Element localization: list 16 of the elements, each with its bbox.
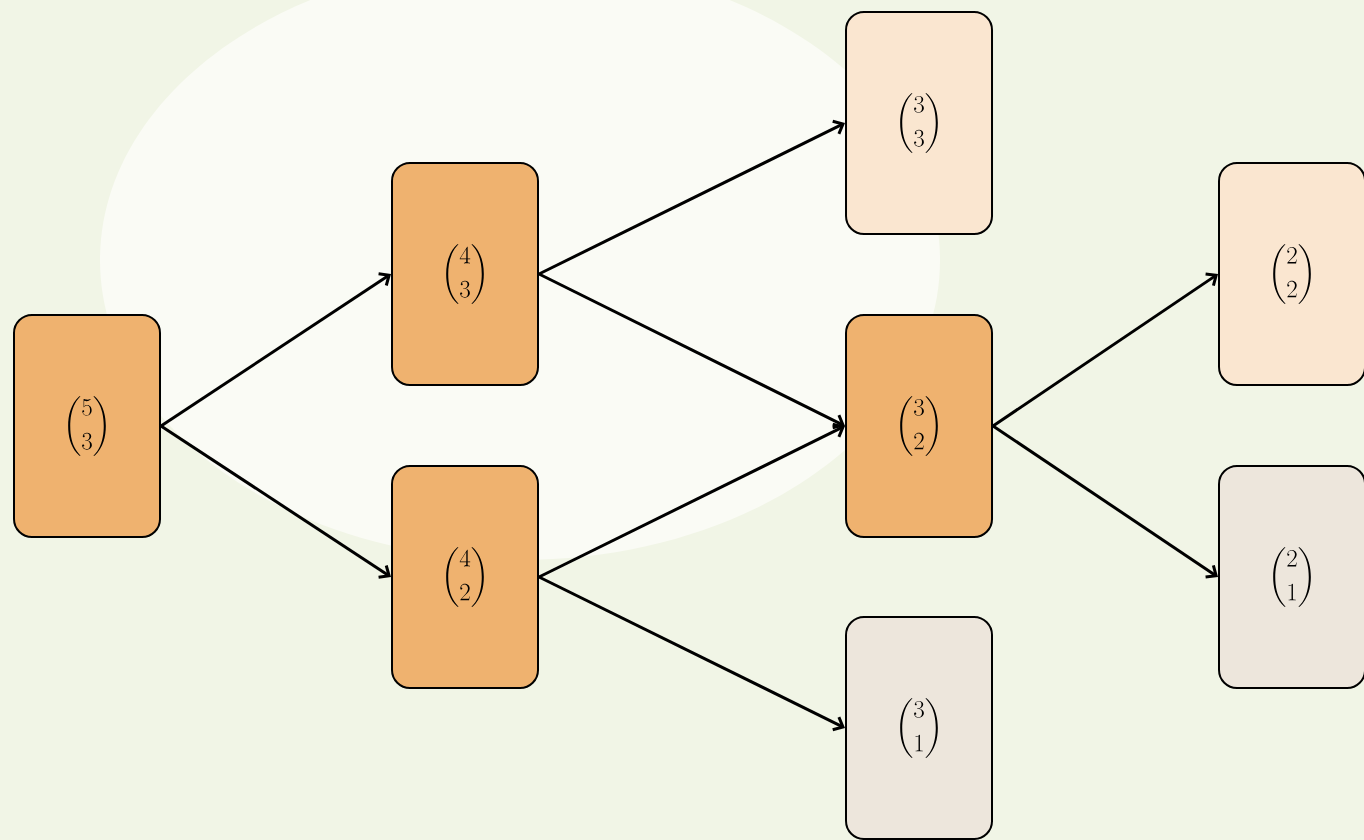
arrow — [538, 422, 845, 579]
arrow — [538, 575, 845, 732]
arrow — [538, 119, 845, 276]
arrow — [160, 272, 391, 428]
arrow — [992, 272, 1218, 428]
binomial-box: $\binom{3}{2}$ — [845, 314, 993, 538]
binomial-box: $\binom{2}{1}$ — [1218, 465, 1364, 689]
binomial-box: $\binom{4}{2}$ — [391, 465, 539, 689]
binomial-box: $\binom{2}{2}$ — [1218, 162, 1364, 386]
binomial-box: $\binom{5}{3}$ — [13, 314, 161, 538]
arrow — [538, 272, 845, 430]
binomial-box: $\binom{4}{3}$ — [391, 162, 539, 386]
binomial-box: $\binom{3}{3}$ — [845, 11, 993, 235]
arrow — [992, 424, 1219, 579]
arrow — [160, 424, 391, 579]
binomial-box: $\binom{3}{1}$ — [845, 616, 993, 840]
